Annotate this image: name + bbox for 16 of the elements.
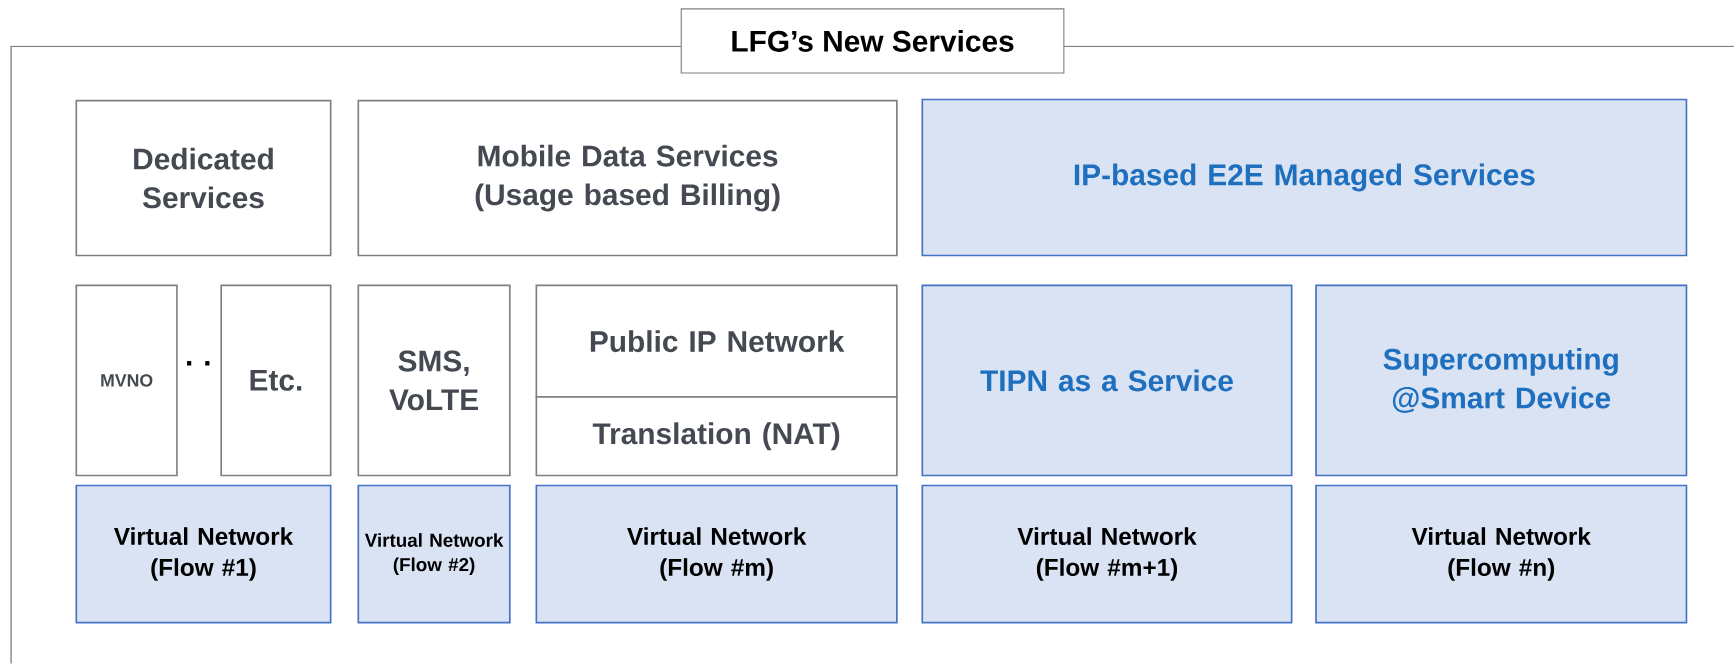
service-box: Etc. — [220, 284, 332, 477]
service-box: Mobile Data Services (Usage based Billing) — [357, 100, 898, 257]
network-box: Virtual Network (Flow #n) — [1315, 484, 1688, 624]
service-box: Supercomputing @Smart Device — [1315, 284, 1688, 477]
service-box: IP-based E2E Managed Services — [921, 98, 1688, 257]
service-box: TIPN as a Service — [921, 284, 1293, 477]
network-box: Virtual Network (Flow #m) — [535, 484, 898, 624]
service-box: Public IP Network — [535, 284, 898, 399]
ellipsis-dots: · · — [187, 361, 210, 366]
network-box: Virtual Network (Flow #m+1) — [921, 484, 1293, 624]
network-box: Virtual Network (Flow #1) — [75, 484, 332, 624]
service-box: Translation (NAT) — [535, 396, 898, 477]
service-box: SMS, VoLTE — [357, 284, 511, 477]
service-box: Dedicated Services — [75, 100, 332, 257]
service-box: MVNO — [75, 284, 178, 477]
network-box: Virtual Network (Flow #2) — [357, 484, 511, 624]
